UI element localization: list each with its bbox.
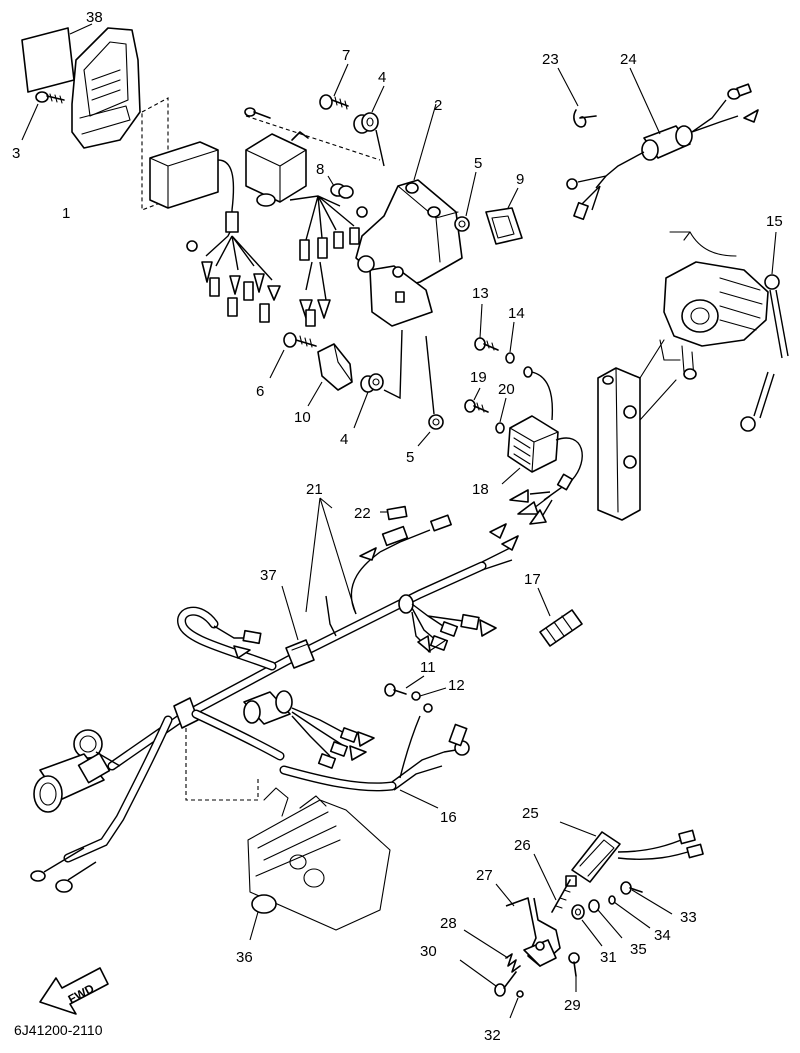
part-12-washer [411,687,447,713]
callout-20: 20 [498,381,515,398]
harness-lower-center [191,690,375,769]
part-1-cover [71,27,141,149]
callout-37: 37 [260,567,277,584]
part-8-grommet [327,175,354,199]
harness-left-loop [177,606,277,671]
callout-23: 23 [542,51,559,68]
part-31-nut [571,904,603,947]
callout-3: 3 [12,145,20,162]
callout-4-top: 4 [378,69,386,86]
part-29-bolt [568,952,580,992]
callout-10: 10 [294,409,311,426]
part-11-screw [384,675,425,697]
callout-22: 22 [354,505,371,522]
callout-38: 38 [86,9,103,26]
callout-32: 32 [484,1027,501,1044]
diagram-code: 6J41200-2110 [14,1022,103,1038]
part-24-wire-lead [566,67,759,221]
part-32-pin [509,990,524,1019]
callout-36: 36 [236,949,253,966]
callout-16: 16 [440,809,457,826]
part-3-screw [21,91,65,141]
callout-12: 12 [448,677,465,694]
part-2-bracket [355,103,463,327]
part-18-rectifier [501,366,583,525]
part-4-collar-bottom [353,329,403,429]
ignition-coil [244,107,381,207]
callout-7: 7 [342,47,350,64]
callout-15: 15 [766,213,783,230]
callout-2: 2 [434,97,442,114]
part-9-grommet [485,187,523,245]
part-17-sleeve [537,587,583,647]
part-13-bolt [474,303,499,351]
callout-19: 19 [470,369,487,386]
starter-motor-assembly [597,231,769,521]
callout-26: 26 [514,837,531,854]
fwd-arrow-icon: FWD [39,967,109,1015]
coil-wire-harness-left [186,210,281,323]
part-34-washer [608,895,651,929]
callout-5-top: 5 [474,155,482,172]
callout-14: 14 [508,305,525,322]
part-26-screw [533,853,571,913]
main-connector [30,715,173,893]
part-10-bracket [307,343,353,407]
part-37-clamp [281,585,315,669]
callout-9: 9 [516,171,524,188]
part-28-spring [463,929,521,973]
part-16-lead-wire [279,715,470,809]
callout-5-bottom: 5 [406,449,414,466]
part-4-collar-top [353,85,385,167]
callout-6: 6 [256,383,264,400]
part-25-switch [559,821,704,887]
callout-31: 31 [600,949,617,966]
callout-21: 21 [306,481,323,498]
part-6-bolt [269,332,317,379]
callout-13: 13 [472,285,489,302]
callout-27: 27 [476,867,493,884]
callout-30: 30 [420,943,437,960]
callout-25: 25 [522,805,539,822]
callout-11: 11 [420,659,436,676]
cdi-reference-outline [141,97,235,211]
part-30-screw [459,959,517,997]
callout-28: 28 [440,915,457,932]
callout-34: 34 [654,927,671,944]
part-27-bracket [495,883,561,967]
coil-wire-harness-middle [289,195,368,327]
callout-24: 24 [620,51,637,68]
callout-35: 35 [630,941,647,958]
part-19-bolt [464,387,489,413]
part-23-clip [557,67,597,128]
callout-8: 8 [316,161,324,178]
harness-lower-clamp [173,697,259,801]
callout-4-bottom: 4 [340,431,348,448]
part-14-washer [505,321,515,364]
callout-29: 29 [564,997,581,1014]
part-7-bolt [319,63,349,110]
part-15-lead [740,231,789,432]
callout-33: 33 [680,909,697,926]
part-33-screw [620,881,673,915]
callout-1: 1 [62,205,70,222]
part-5-nut-bottom [417,335,444,447]
part-35-collar [588,899,623,939]
callout-17: 17 [524,571,541,588]
part-20-washer [495,397,507,434]
part-36-plug [249,894,277,941]
part-5-nut-top [454,171,477,232]
callout-18: 18 [472,481,489,498]
callout-labels: 38 3 1 7 4 2 8 5 9 23 24 15 13 14 6 10 4… [12,9,783,1044]
